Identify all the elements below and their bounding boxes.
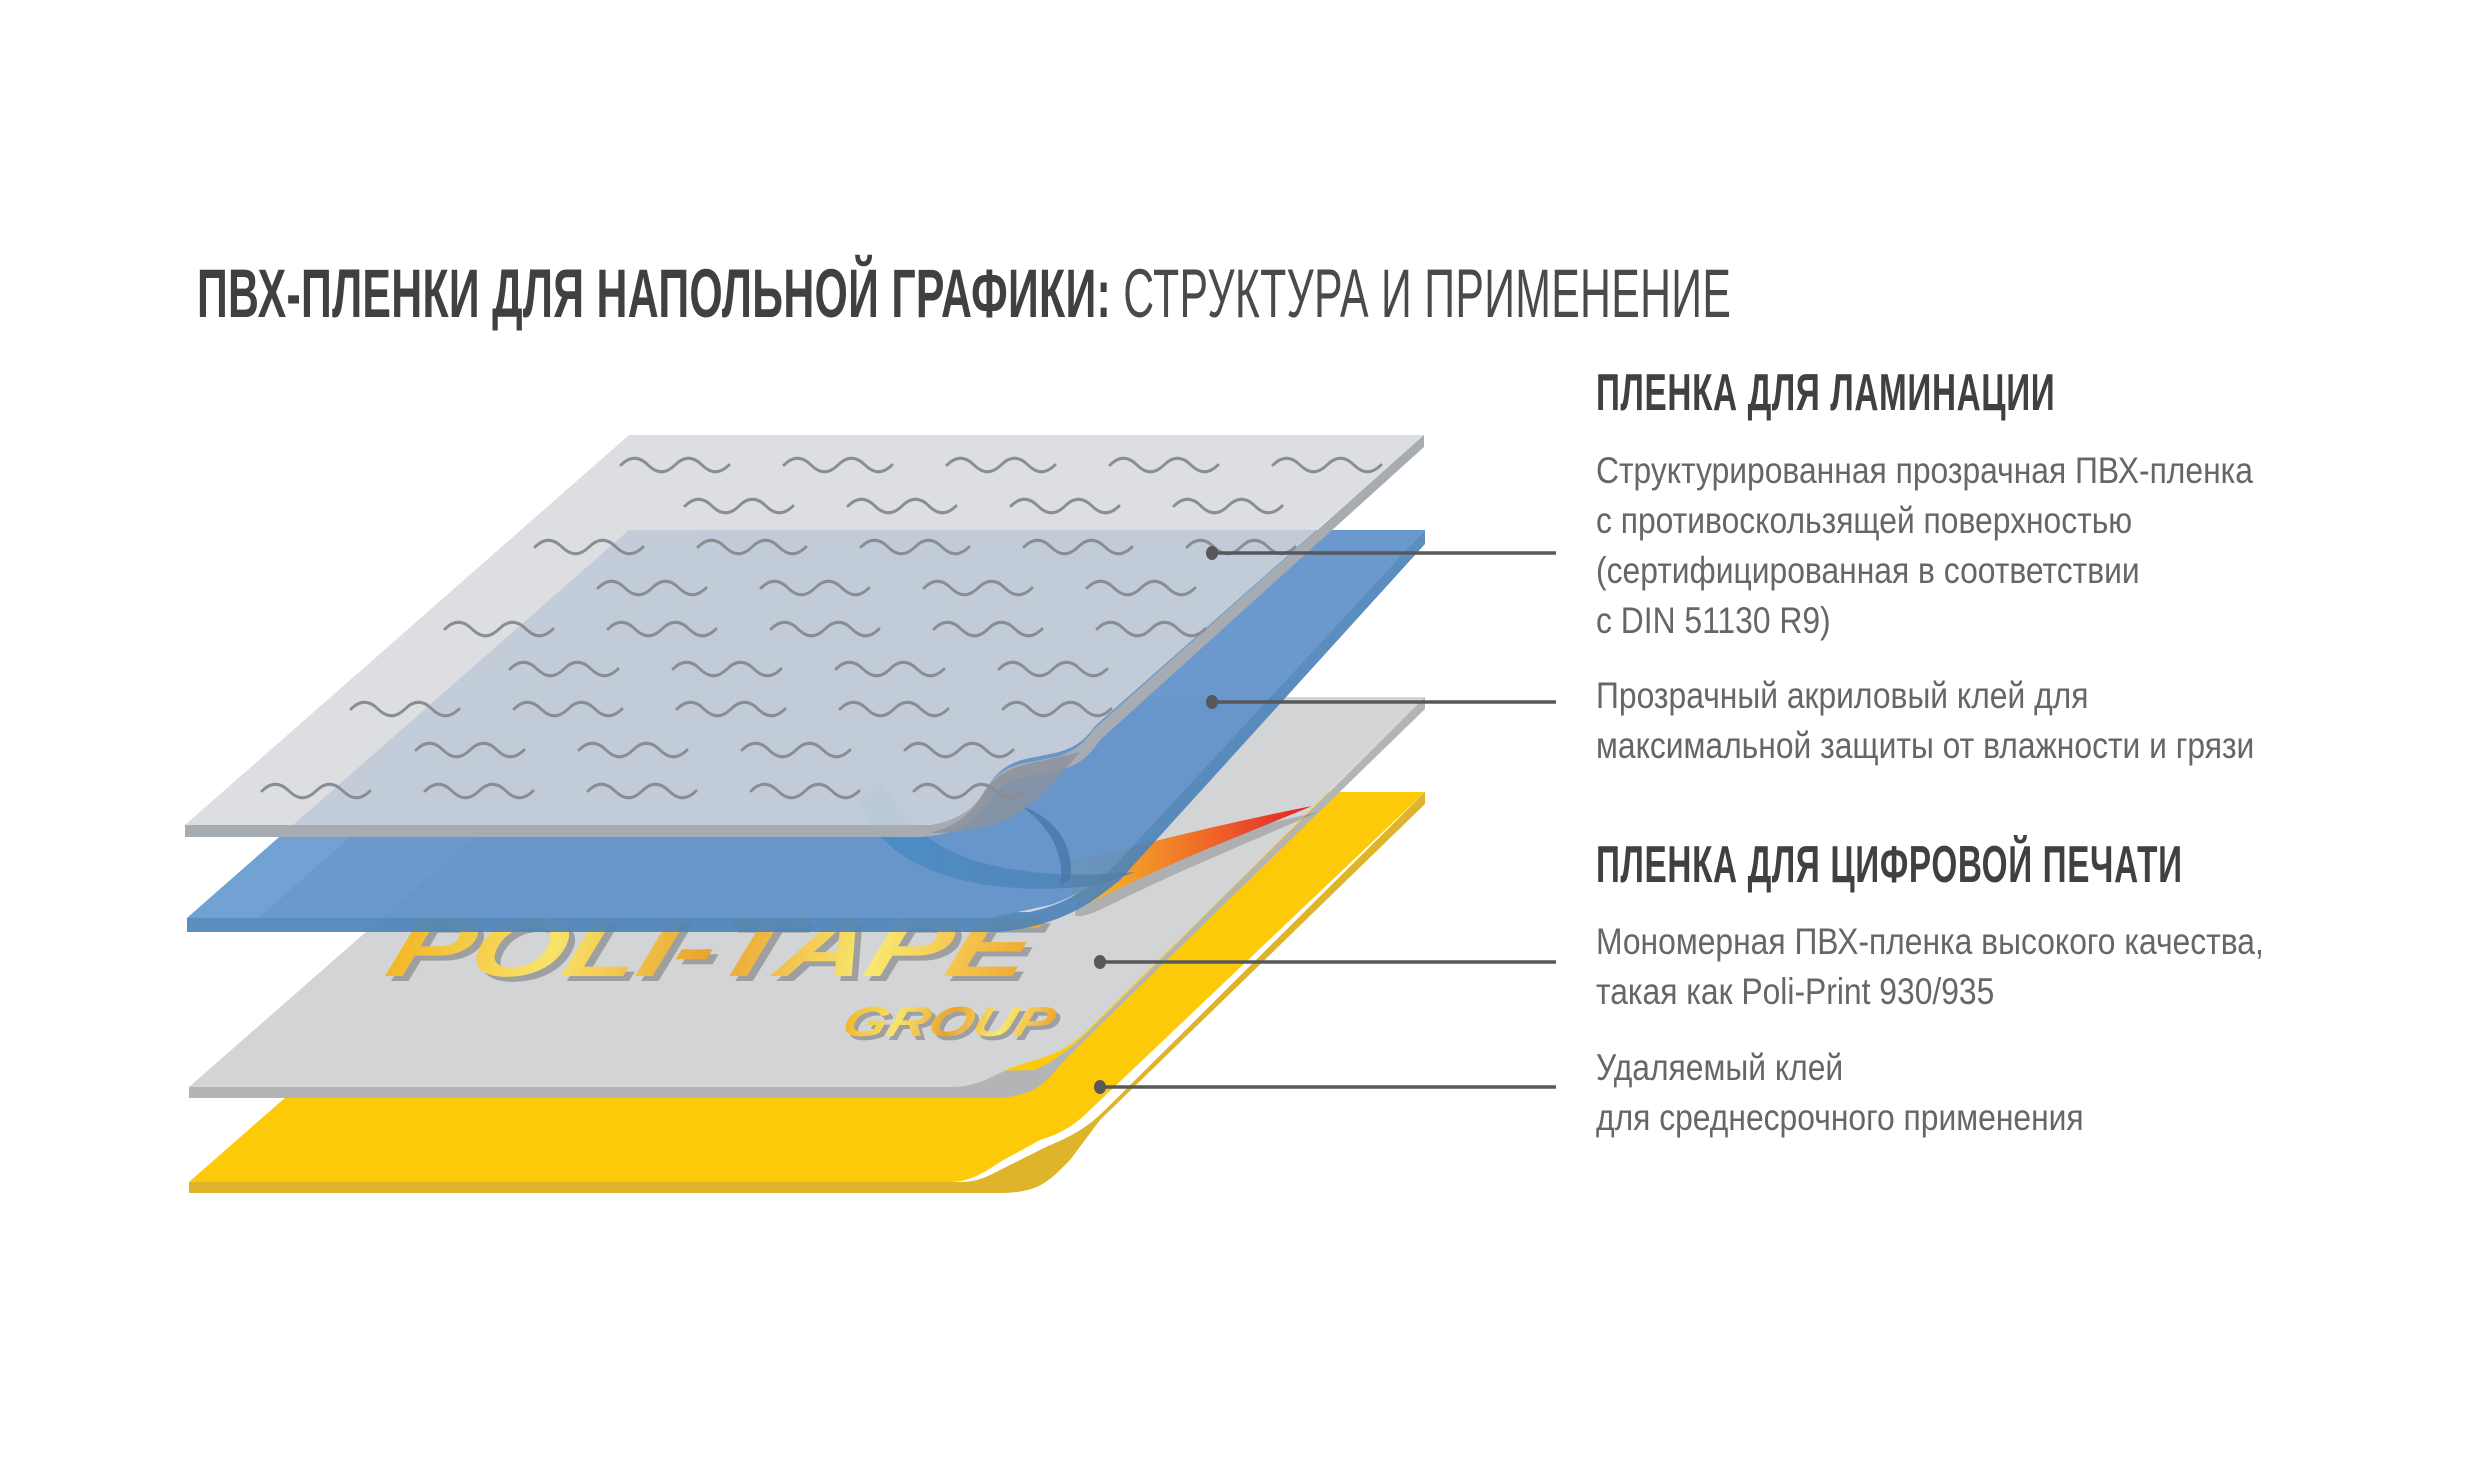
- wave-icon: [533, 538, 645, 556]
- wave-icon: [749, 782, 861, 800]
- wave-icon: [586, 782, 698, 800]
- wave-icon: [912, 782, 1024, 800]
- wave-icon: [769, 620, 881, 638]
- wave-icon: [834, 660, 946, 678]
- wave-icon: [512, 700, 624, 718]
- wave-icon: [1108, 456, 1220, 474]
- wave-icon: [932, 620, 1044, 638]
- wave-icon: [260, 782, 372, 800]
- leader-lines: [1094, 546, 1556, 1094]
- wave-icon: [1022, 538, 1134, 556]
- layer-description-laminate-film: Структурированная прозрачная ПВХ-пленка …: [1596, 446, 2253, 646]
- desc-line: Структурированная прозрачная ПВХ-пленка: [1596, 450, 2253, 491]
- wave-icon: [903, 741, 1015, 759]
- anti-slip-texture: [260, 456, 1383, 800]
- wave-icon: [922, 579, 1034, 597]
- leader-dot-icon: [1094, 955, 1106, 969]
- desc-line: для среднесрочного применения: [1596, 1097, 2084, 1138]
- desc-line: максимальной защиты от влажности и грязи: [1596, 725, 2255, 766]
- desc-line: Прозрачный акриловый клей для: [1596, 675, 2089, 716]
- layer-description-removable-adhesive: Удаляемый клей для среднесрочного примен…: [1596, 1043, 2084, 1143]
- wave-icon: [423, 782, 535, 800]
- wave-icon: [997, 660, 1109, 678]
- wave-icon: [675, 700, 787, 718]
- leader-dot-icon: [1206, 546, 1218, 560]
- laminate-film-layer: [185, 435, 1424, 837]
- desc-line: с противоскользящей поверхностью: [1596, 500, 2133, 541]
- wave-icon: [1001, 700, 1113, 718]
- wave-icon: [508, 660, 620, 678]
- wave-icon: [1172, 497, 1284, 515]
- layer-description-print-film: Мономерная ПВХ-пленка высокого качества,…: [1596, 917, 2264, 1017]
- section-heading-digital-print: ПЛЕНКА ДЛЯ ЦИФРОВОЙ ПЕЧАТИ: [1596, 836, 2183, 894]
- wave-icon: [349, 700, 461, 718]
- section-heading-lamination: ПЛЕНКА ДЛЯ ЛАМИНАЦИИ: [1596, 364, 2056, 422]
- wave-icon: [606, 620, 718, 638]
- wave-icon: [1271, 456, 1383, 474]
- wave-icon: [414, 741, 526, 759]
- wave-icon: [596, 579, 708, 597]
- page-title: ПВХ-ПЛЕНКИ ДЛЯ НАПОЛЬНОЙ ГРАФИКИ: СТРУКТ…: [197, 258, 1731, 330]
- desc-line: Удаляемый клей: [1596, 1047, 1844, 1088]
- layer-description-acrylic-adhesive: Прозрачный акриловый клей для максимальн…: [1596, 671, 2254, 771]
- leader-dot-icon: [1094, 1080, 1106, 1094]
- wave-icon: [577, 741, 689, 759]
- wave-icon: [945, 456, 1057, 474]
- wave-icon: [683, 497, 795, 515]
- wave-icon: [782, 456, 894, 474]
- desc-line: Мономерная ПВХ-пленка высокого качества,: [1596, 921, 2264, 962]
- wave-icon: [619, 456, 731, 474]
- logo-sub-text-face: GROUP: [836, 999, 1062, 1046]
- desc-line: (сертифицированная в соответствии: [1596, 550, 2140, 591]
- wave-icon: [1095, 620, 1207, 638]
- wave-icon: [846, 497, 958, 515]
- wave-icon: [759, 579, 871, 597]
- wave-icon: [1009, 497, 1121, 515]
- wave-icon: [859, 538, 971, 556]
- desc-line: такая как Poli-Print 930/935: [1596, 971, 1995, 1012]
- logo-sub-text: GROUP: [840, 1003, 1066, 1050]
- wave-icon: [740, 741, 852, 759]
- wave-icon: [838, 700, 950, 718]
- wave-icon: [1085, 579, 1197, 597]
- wave-icon: [443, 620, 555, 638]
- title-bold: ПВХ-ПЛЕНКИ ДЛЯ НАПОЛЬНОЙ ГРАФИКИ:: [197, 255, 1112, 332]
- title-light: СТРУКТУРА И ПРИМЕНЕНИЕ: [1111, 255, 1732, 332]
- wave-icon: [671, 660, 783, 678]
- wave-icon: [696, 538, 808, 556]
- desc-line: с DIN 51130 R9): [1596, 600, 1831, 641]
- leader-dot-icon: [1206, 695, 1218, 709]
